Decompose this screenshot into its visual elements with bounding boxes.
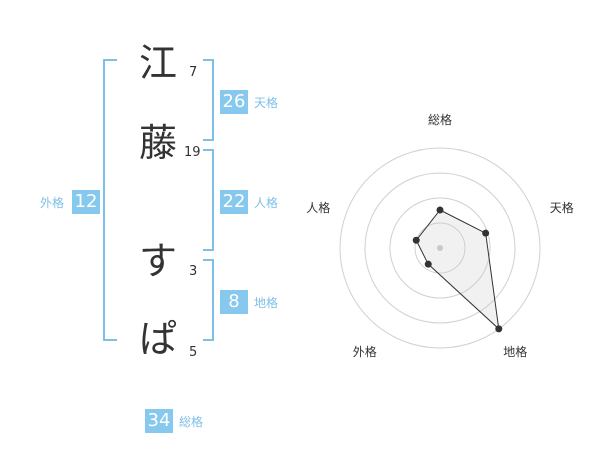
name-char-1: 江	[138, 41, 177, 85]
radar-label-jinkaku: 人格	[306, 201, 331, 216]
radar-polygon	[415, 209, 500, 331]
radar-ring-1	[414, 222, 466, 274]
jinkaku-label: 人格	[254, 196, 279, 210]
radar-point-0	[436, 206, 444, 214]
stroke-count-3: 3	[189, 264, 198, 279]
chikaku-value: 8	[220, 290, 248, 314]
stroke-count-4: 5	[189, 345, 198, 360]
tenkaku-bracket	[203, 59, 214, 141]
radar-ring-2	[389, 197, 491, 299]
name-char-2: 藤	[138, 121, 177, 165]
stroke-count-1: 7	[189, 65, 198, 80]
radar-label-gaikaku: 外格	[352, 344, 377, 359]
radar-point-2	[495, 325, 503, 333]
radar-point-3	[424, 260, 432, 268]
tenkaku-label: 天格	[254, 96, 279, 110]
radar-label-soukaku: 総格	[428, 113, 453, 127]
radar-point-4	[412, 236, 420, 244]
stroke-count-2: 19	[184, 145, 201, 160]
radar-center	[437, 245, 443, 251]
gaikaku-value: 12	[72, 190, 100, 214]
radar-label-chikaku: 地格	[503, 344, 528, 359]
name-char-4: ぱ	[138, 317, 177, 361]
gaikaku-bracket	[103, 59, 117, 341]
name-char-3: す	[138, 239, 177, 283]
radar-point-1	[482, 229, 490, 237]
tenkaku-value: 26	[220, 90, 248, 114]
chikaku-bracket	[203, 259, 214, 341]
jinkaku-bracket	[203, 149, 214, 251]
soukaku-value: 34	[145, 409, 173, 433]
chikaku-label: 地格	[254, 296, 279, 310]
gaikaku-label: 外格	[40, 196, 65, 210]
radar-ring-3	[364, 172, 516, 324]
jinkaku-value: 22	[220, 190, 248, 214]
radar-label-tenkaku: 天格	[549, 201, 574, 216]
soukaku-label: 総格	[179, 415, 204, 429]
radar-ring-4	[339, 147, 541, 349]
